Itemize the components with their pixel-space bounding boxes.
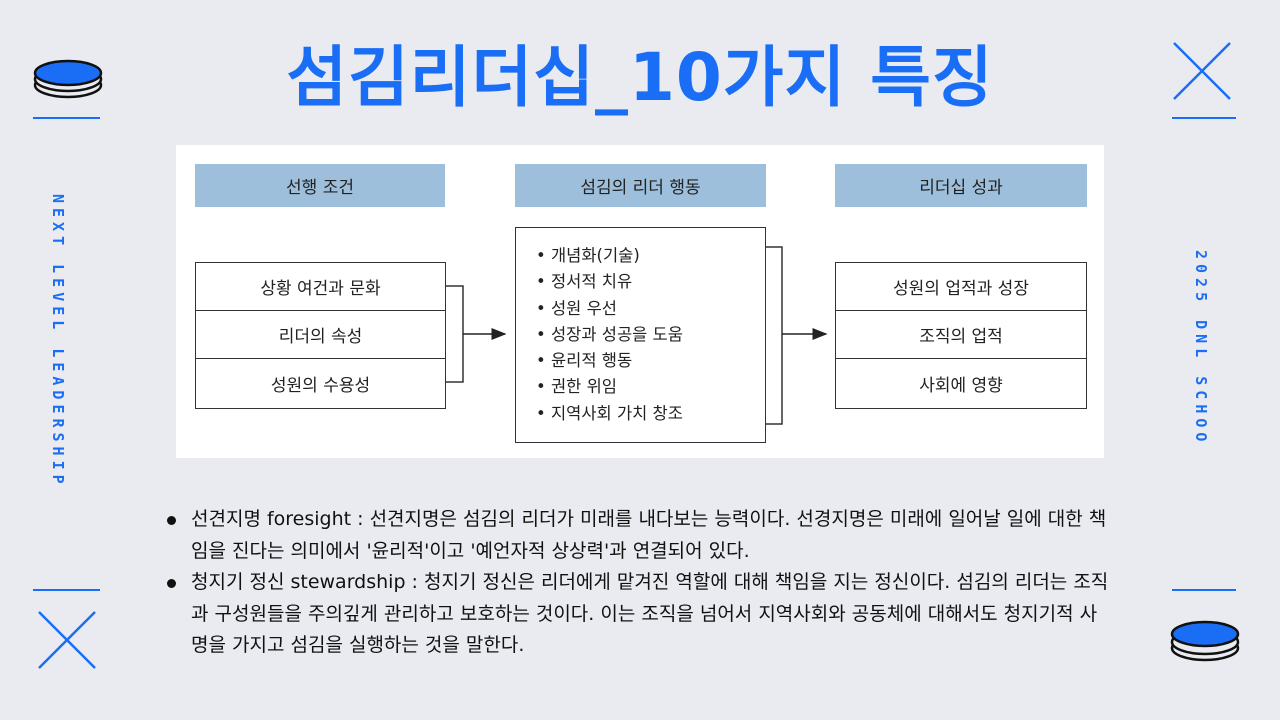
coin-stack-icon [1170, 620, 1240, 662]
list-item: 청지기 정신 stewardship : 청지기 정신은 리더에게 맡겨진 역할… [164, 567, 1114, 662]
behavior-item: 성원 우선 [536, 296, 765, 322]
divider-line [1172, 117, 1236, 119]
behavior-item: 성장과 성공을 도움 [536, 322, 765, 348]
divider-line [33, 589, 100, 591]
list-item: 선견지명 foresight : 선견지명은 섬김의 리더가 미래를 내다보는 … [164, 504, 1114, 567]
behavior-item: 윤리적 행동 [536, 348, 765, 374]
divider-line [33, 117, 100, 119]
side-label-right: 2025 DNL SCHOO [1192, 250, 1210, 447]
cross-icon [38, 611, 96, 669]
header-servant-behaviors: 섬김의 리더 행동 [515, 164, 766, 207]
outcome-cell: 사회에 영향 [919, 375, 1003, 396]
cross-icon [1173, 42, 1231, 100]
behaviors-box: 개념화(기술) 정서적 치유 성원 우선 성장과 성공을 도움 윤리적 행동 권… [515, 227, 766, 443]
leadership-diagram: 선행 조건 섬김의 리더 행동 리더십 성과 상황 여건과 문화 리더의 속성 … [176, 145, 1104, 458]
behavior-item: 권한 위임 [536, 374, 765, 400]
side-label-left: NEXT LEVEL LEADERSHIP [49, 194, 67, 489]
behavior-item: 개념화(기술) [536, 243, 765, 269]
header-antecedents: 선행 조건 [195, 164, 445, 207]
bracket-line [766, 246, 783, 425]
antecedent-cell: 성원의 수용성 [270, 375, 371, 396]
page-title: 섬김리더십_10가지 특징 [286, 39, 994, 116]
outcome-cell: 조직의 업적 [836, 311, 1086, 359]
bracket-line [445, 285, 464, 383]
divider-line [1172, 589, 1236, 591]
coin-stack-icon [33, 59, 103, 99]
antecedent-cell: 리더의 속성 [196, 311, 445, 359]
outcomes-box: 성원의 업적과 성장 조직의 업적 사회에 영향 [835, 262, 1087, 409]
header-outcomes: 리더십 성과 [835, 164, 1087, 207]
antecedents-box: 상황 여건과 문화 리더의 속성 성원의 수용성 [195, 262, 446, 409]
diagram-connectors [445, 246, 828, 425]
behavior-item: 정서적 치유 [536, 269, 765, 295]
behaviors-list: 개념화(기술) 정서적 치유 성원 우선 성장과 성공을 도움 윤리적 행동 권… [516, 228, 765, 427]
antecedent-cell: 상황 여건과 문화 [196, 263, 445, 311]
outcome-cell: 성원의 업적과 성장 [836, 263, 1086, 311]
description-list: 선견지명 foresight : 선견지명은 섬김의 리더가 미래를 내다보는 … [164, 504, 1114, 662]
behavior-item: 지역사회 가치 창조 [536, 401, 765, 427]
